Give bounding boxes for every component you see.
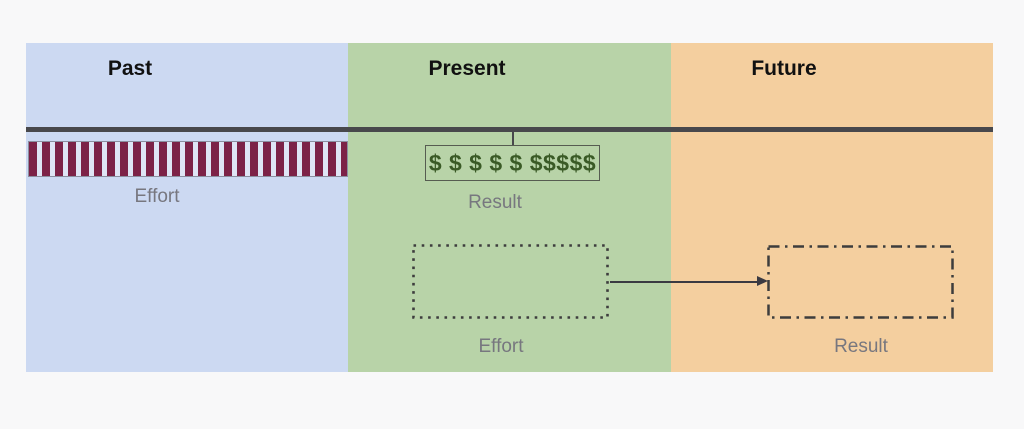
arrow-head-icon: [757, 276, 768, 286]
dashdot-rect: [767, 245, 954, 319]
dollar-signs: $ $ $ $ $ $$$$$: [428, 149, 597, 176]
column-present: [348, 43, 671, 372]
present-result-box: $ $ $ $ $ $$$$$: [425, 145, 600, 181]
future-result-box: [767, 245, 954, 319]
diagram-layer: Past Present Future Effort $ $ $ $ $ $$$…: [26, 43, 993, 372]
present-effort-box: [412, 244, 609, 319]
result-connector-line: [512, 132, 514, 145]
column-header-past: Past: [107, 57, 153, 80]
future-result-label: Result: [834, 336, 888, 357]
column-header-future: Future: [751, 57, 817, 80]
timeline-line: [26, 127, 993, 132]
present-effort-label: Effort: [478, 336, 524, 357]
effort-to-result-arrow-line: [610, 281, 758, 283]
present-result-label: Result: [468, 192, 522, 213]
dotted-rect: [412, 244, 609, 319]
column-header-present: Present: [428, 57, 506, 80]
past-effort-bar: [28, 141, 348, 177]
column-past: [26, 43, 349, 372]
timeline-band: [26, 43, 993, 372]
past-effort-label: Effort: [134, 186, 180, 207]
